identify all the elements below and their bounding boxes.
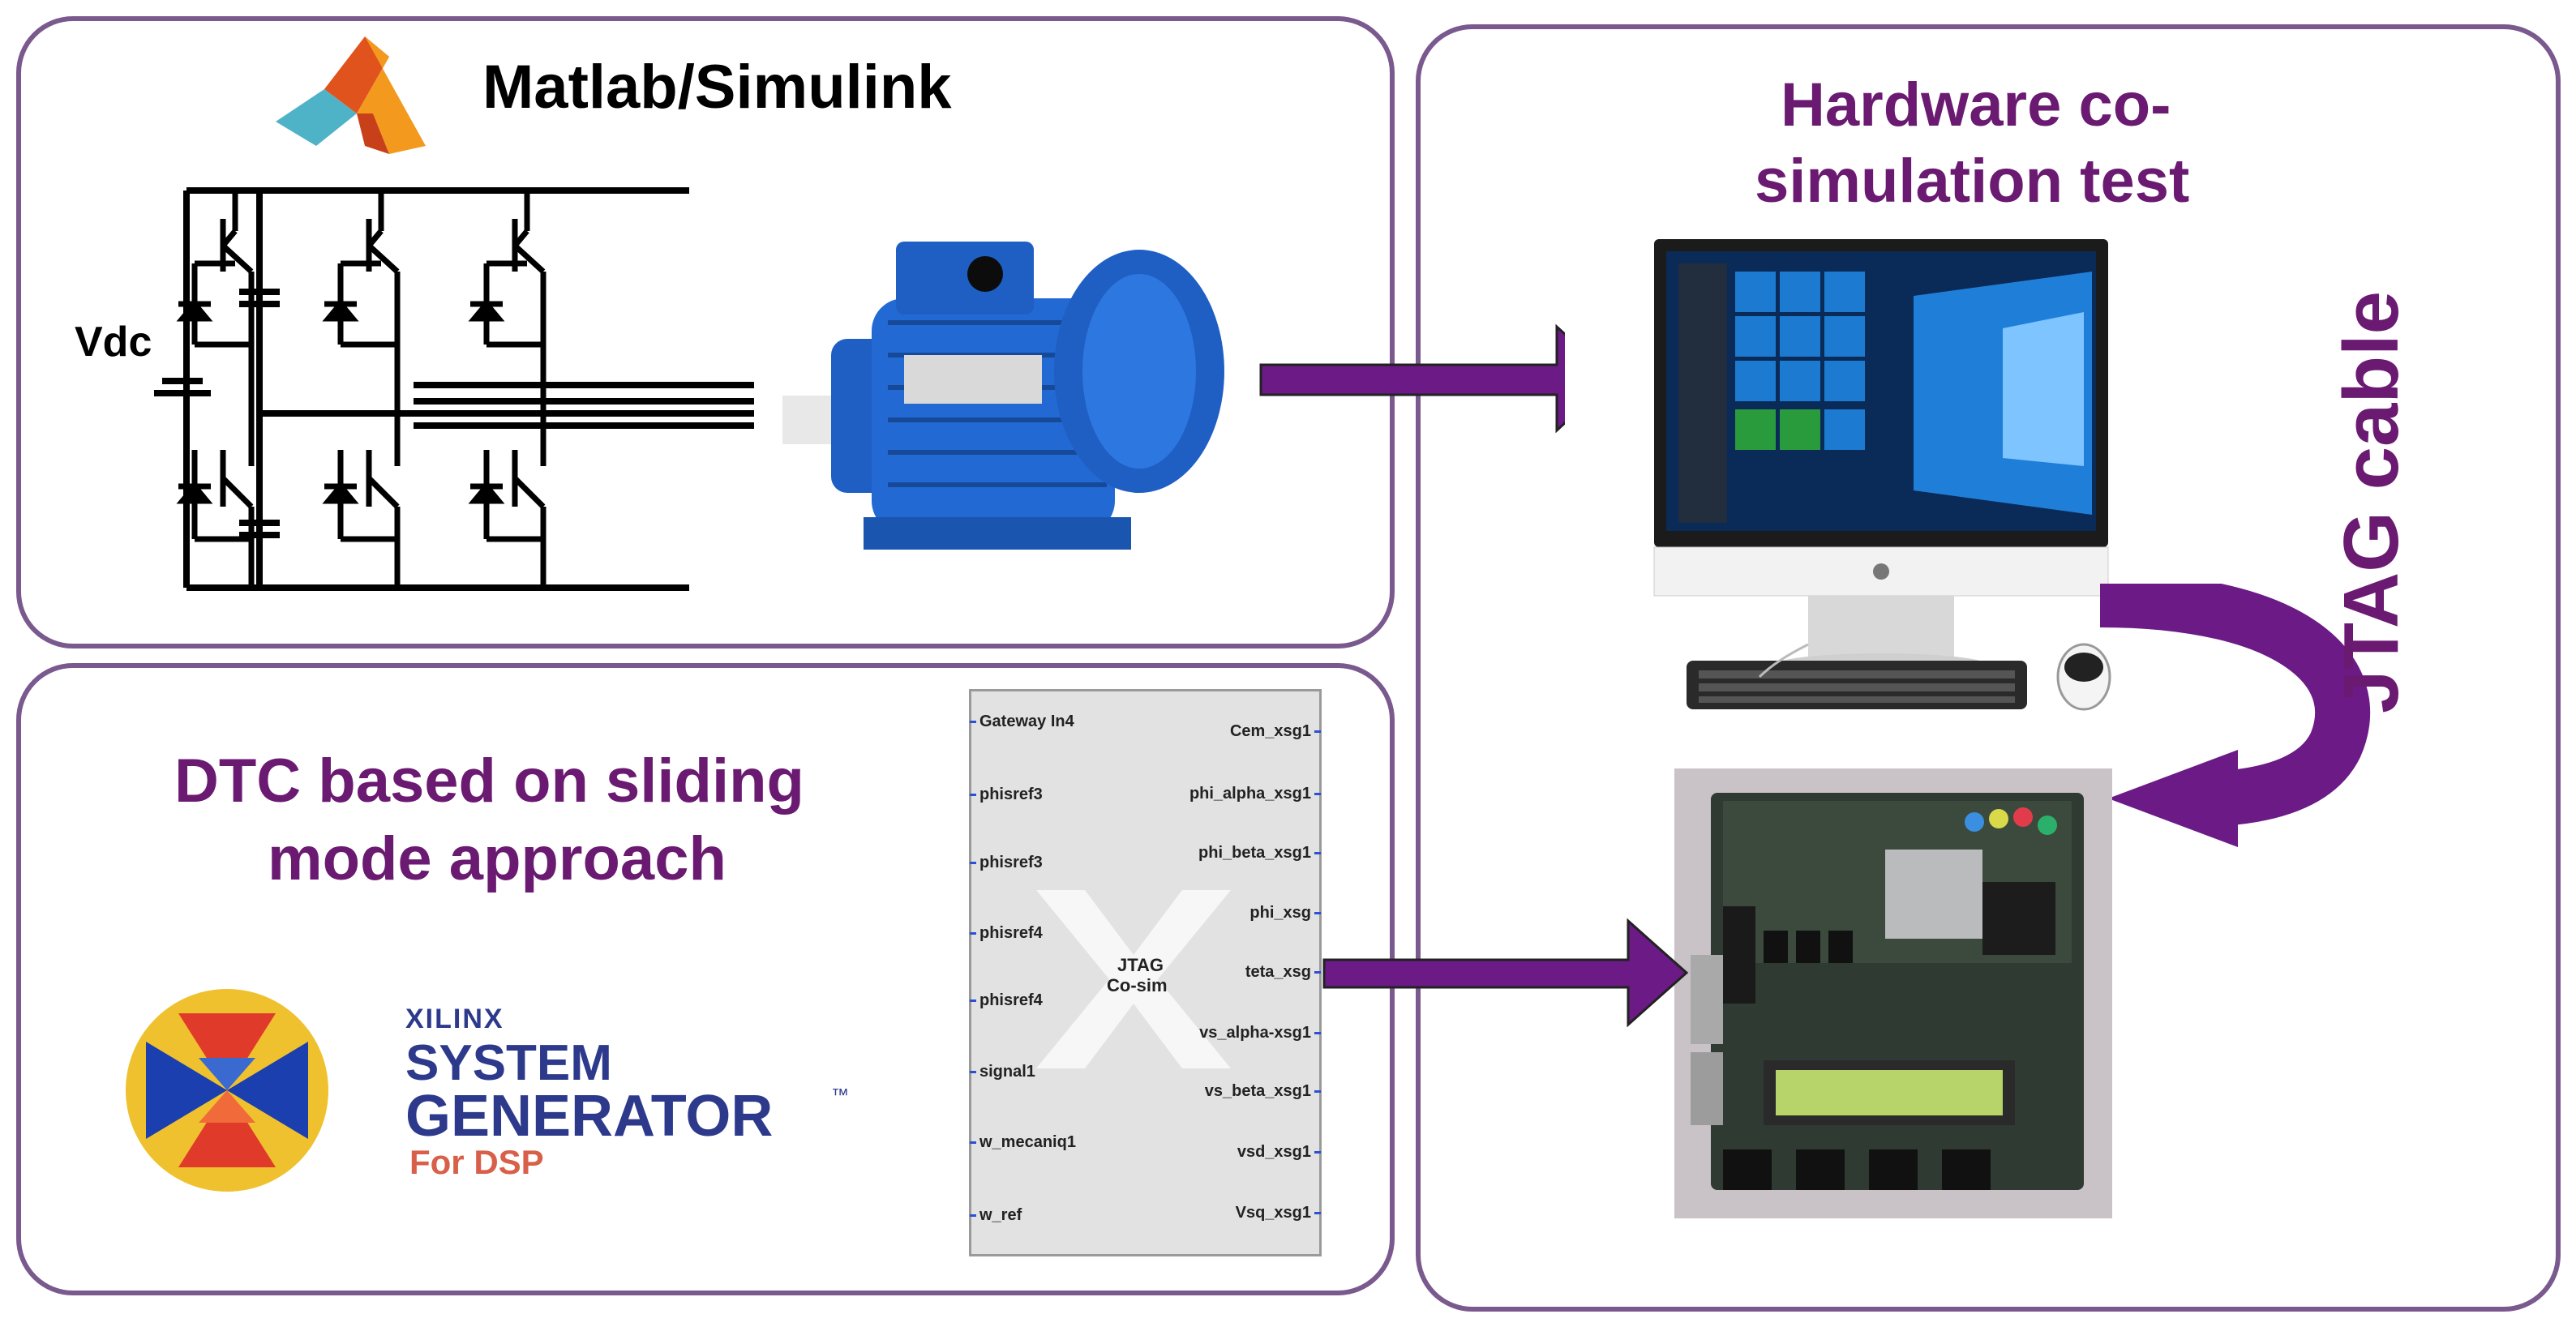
hardware-title-line2: simulation test: [1755, 147, 2190, 216]
for-dsp-label: For DSP: [409, 1143, 544, 1181]
xilinx-logo-icon: XILINX SYSTEM GENERATOR ™ For DSP: [101, 981, 859, 1200]
dtc-title-line1: DTC based on sliding: [174, 747, 804, 815]
jtag-cable-arrow: [2092, 572, 2392, 859]
input-port: phisref4: [970, 924, 1043, 942]
input-port: signal1: [970, 1063, 1035, 1081]
trademark-label: ™: [831, 1085, 849, 1105]
dtc-title-line2: mode approach: [268, 824, 727, 893]
inverter-circuit-icon: [65, 182, 762, 604]
output-port: phi_xsg: [1249, 904, 1321, 922]
output-port: phi_beta_xsg1: [1198, 844, 1321, 862]
xilinx-label: XILINX: [405, 1004, 504, 1034]
jtag-cosim-block: JTAG Co-sim Gateway In4 phisref3 phisref…: [969, 689, 1322, 1256]
output-port: vs_beta_xsg1: [1204, 1082, 1322, 1100]
simulink-title: Matlab/Simulink: [482, 53, 952, 122]
input-port: w_mecaniq1: [970, 1133, 1076, 1151]
output-port: phi_alpha_xsg1: [1189, 785, 1322, 803]
desktop-computer-icon: [1565, 223, 2205, 742]
input-port: w_ref: [969, 1206, 1022, 1224]
output-port: Cem_xsg1: [1229, 722, 1322, 740]
arrow-to-fpga: [1320, 914, 1693, 1036]
output-port: vs_alpha-xsg1: [1199, 1024, 1321, 1042]
jtag-cable-label: JTAG cable: [2328, 290, 2415, 713]
cosim-center-line1: JTAG: [1117, 955, 1164, 975]
system-label: SYSTEM: [405, 1035, 612, 1091]
input-port: phisref3: [970, 785, 1043, 803]
vdc-label: Vdc: [75, 319, 152, 366]
input-port: Gateway In4: [970, 713, 1074, 730]
input-port: phisref4: [970, 991, 1043, 1009]
cosim-center-line2: Co-sim: [1107, 975, 1168, 995]
output-port: vsd_xsg1: [1237, 1143, 1322, 1161]
output-port: Vsq_xsg1: [1235, 1204, 1322, 1222]
xilinx-watermark-icon: [1036, 890, 1231, 1068]
matlab-logo-icon: [268, 24, 430, 162]
hardware-title-line1: Hardware co-: [1781, 71, 2171, 139]
fpga-board-icon: [1674, 768, 2112, 1218]
motor-icon: [782, 209, 1261, 566]
output-port: teta_xsg: [1245, 963, 1322, 981]
generator-label: GENERATOR: [405, 1084, 774, 1149]
input-port: phisref3: [970, 854, 1043, 871]
